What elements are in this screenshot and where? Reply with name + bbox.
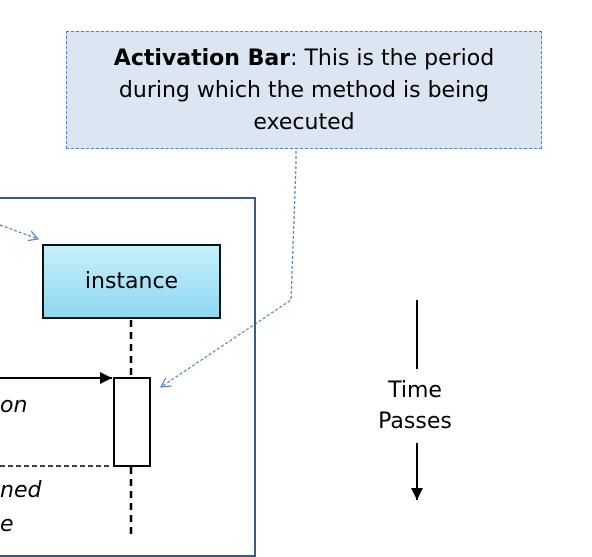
callout-body: : This is the period during which the me…	[118, 46, 495, 135]
call-label-fragment: on	[0, 393, 28, 418]
activation-bar-callout: Activation Bar: This is the period durin…	[66, 31, 542, 149]
lifeline-instance-box: instance	[42, 244, 221, 319]
callout-title: Activation Bar	[113, 46, 291, 71]
callout-text: Activation Bar: This is the period durin…	[85, 43, 523, 139]
instance-label: instance	[84, 269, 179, 294]
time-label-line1: Time	[388, 378, 442, 403]
time-passes-label: Time Passes	[340, 369, 490, 443]
frame-pointer-line	[0, 224, 40, 242]
time-label-line2: Passes	[378, 409, 452, 434]
activation-bar	[113, 377, 151, 467]
return-label-fragment-2: e	[0, 512, 14, 537]
callout-pointer-line	[159, 151, 297, 388]
return-label-fragment-1: ned	[0, 478, 42, 503]
